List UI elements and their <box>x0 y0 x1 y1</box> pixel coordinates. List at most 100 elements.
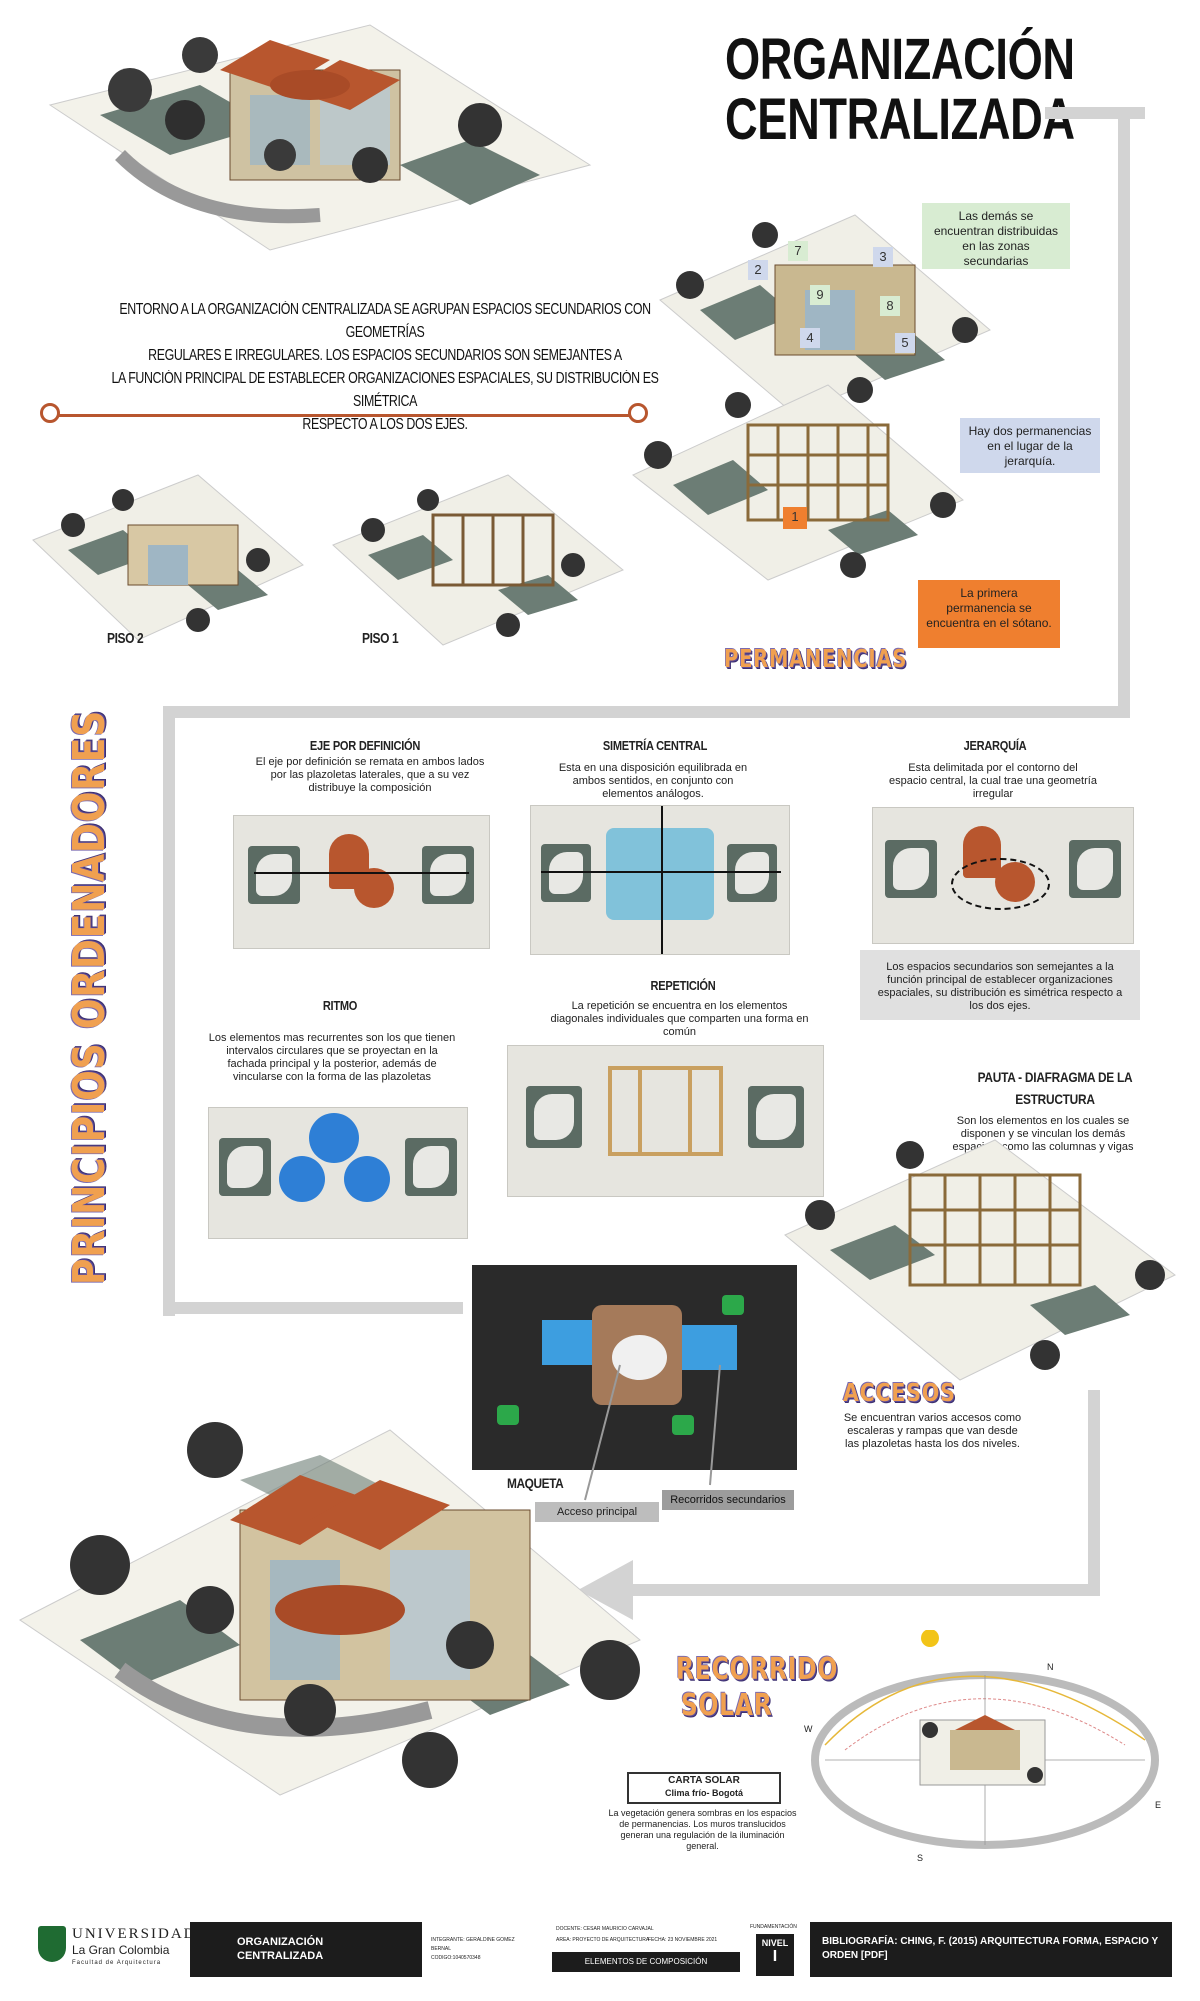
university-crest-icon <box>38 1926 66 1962</box>
carta-solar-title: CARTA SOLAR <box>668 1775 740 1786</box>
recorrido-title-line1: RECORRIDO <box>676 1652 839 1687</box>
perm-number-7: 7 <box>788 241 808 261</box>
compass-w: W <box>804 1724 813 1734</box>
uni-line1: UNIVERSIDAD <box>72 1926 197 1942</box>
perm-number-1: 1 <box>783 507 807 529</box>
project-line2: CENTRALIZADA <box>237 1950 324 1962</box>
integrante-bernal: BERNAL <box>431 1946 452 1952</box>
footer-nivel: FUNDAMENTACIÓN NIVEL I <box>748 1922 803 1977</box>
floor2-iso-model <box>32 474 304 641</box>
left-rail-vertical <box>163 706 175 1316</box>
repeticion-title: REPETICIÓN <box>650 978 716 993</box>
uni-line3: Facultad de Arquitectura <box>72 1960 162 1966</box>
right-rail-vertical <box>1118 118 1130 718</box>
left-rail-bottom <box>163 1302 463 1314</box>
page-title-line1: ORGANIZACIÓN <box>725 27 1075 92</box>
perm-note-green: Las demás se encuentran distribuidas en … <box>922 203 1070 269</box>
footer-integrante: INTEGRANTE: GERALDINE GOMEZ BERNAL CODIG… <box>425 1922 550 1977</box>
perm-number-3: 3 <box>873 247 893 267</box>
line-start-circle <box>40 403 60 423</box>
perm-note-orange: La primera permanencia se encuentra en e… <box>918 580 1060 648</box>
bottom-iso-model <box>19 1422 641 1796</box>
project-line1: ORGANIZACIÓN <box>237 1936 324 1948</box>
perm-number-8: 8 <box>880 296 900 316</box>
bottom-rail-horizontal <box>625 1584 1100 1596</box>
compass-s: S <box>917 1853 924 1863</box>
integrante: INTEGRANTE: GERALDINE GOMEZ <box>431 1937 515 1943</box>
intro-line1: ENTORNO A LA ORGANIZACIÓN CENTRALIZADA S… <box>119 301 651 341</box>
intro-line4: RESPECTO A LOS DOS EJES. <box>302 416 468 433</box>
solar-chart-diagram <box>811 1630 1159 1849</box>
ritmo-plan-diagram <box>208 1107 468 1239</box>
footer-university-logo: UNIVERSIDAD La Gran Colombia Facultad de… <box>38 1922 195 1977</box>
repeticion-text: La repetición se encuentra en los elemen… <box>550 1000 809 1038</box>
jerarquia-title: JERARQUÍA <box>963 738 1027 753</box>
simetria-title: SIMETRÍA CENTRAL <box>602 738 708 753</box>
elementos: ELEMENTOS DE COMPOSICIÓN <box>552 1952 740 1972</box>
permanencias-iso-numbered <box>659 214 991 416</box>
maqueta-acceso-label: Acceso principal <box>535 1502 659 1522</box>
area: AREA: PROYECTO DE ARQUITECTURA <box>556 1937 650 1943</box>
simetria-plan-diagram <box>530 805 790 955</box>
docente: DOCENTE: CESAR MAURICIO CARVAJAL <box>556 1926 654 1932</box>
maqueta-photo <box>472 1265 797 1470</box>
jerarquia-plan-diagram <box>872 807 1134 944</box>
maqueta-arrows <box>584 1364 721 1501</box>
top-rail-horizontal <box>1045 107 1145 119</box>
permanencias-iso-structure <box>632 384 964 581</box>
eje-plan-diagram <box>233 815 490 949</box>
line-end-circle <box>628 403 648 423</box>
footer-docente: DOCENTE: CESAR MAURICIO CARVAJAL AREA: P… <box>552 1922 740 1977</box>
carta-solar-box: CARTA SOLAR Clima frío- Bogotá <box>627 1772 781 1804</box>
ritmo-title: RITMO <box>322 998 358 1013</box>
maqueta-title: MAQUETA <box>507 1475 564 1491</box>
pauta-iso-structure <box>784 1139 1176 1381</box>
compass-n: N <box>1047 1662 1054 1672</box>
footer-project: ORGANIZACIÓN CENTRALIZADA <box>190 1922 422 1977</box>
hero-iso-model <box>48 24 592 251</box>
maqueta-recorridos-label: Recorridos secundarios <box>662 1490 794 1510</box>
decorative-line <box>52 414 637 417</box>
compass-e: E <box>1155 1800 1162 1810</box>
fecha: FECHA: 23 NOVIEMBRE 2021 <box>648 1937 718 1943</box>
recorrido-text: La vegetación genera sombras en los espa… <box>608 1808 797 1851</box>
jerarquia-note: Los espacios secundarios son semejantes … <box>860 950 1140 1020</box>
floor2-label: PISO 2 <box>107 630 144 647</box>
simetria-text: Esta en una disposición equilibrada en a… <box>558 762 748 800</box>
eje-title: EJE POR DEFINICIÓN <box>309 738 421 753</box>
intro-line2: REGULARES E IRREGULARES. LOS ESPACIOS SE… <box>148 347 622 364</box>
fundamentacion: FUNDAMENTACIÓN <box>750 1924 797 1930</box>
accesos-title: ACCESOS <box>843 1378 956 1407</box>
arrow-left-icon <box>578 1560 633 1620</box>
intro-text: ENTORNO A LA ORGANIZACIÓN CENTRALIZADA S… <box>40 298 730 436</box>
page-title: ORGANIZACIÓN CENTRALIZADA <box>725 27 1075 152</box>
mid-rail-horizontal <box>163 706 1130 718</box>
perm-number-4: 4 <box>800 328 820 348</box>
recorrido-title: RECORRIDO SOLAR <box>676 1652 839 1724</box>
pauta-title-line1: PAUTA - DIAFRAGMA DE LA <box>977 1069 1133 1085</box>
intro-line3: LA FUNCIÓN PRINCIPAL DE ESTABLECER ORGAN… <box>111 370 659 410</box>
accesos-text: Se encuentran varios accesos como escale… <box>843 1412 1022 1450</box>
ritmo-text: Los elementos mas recurrentes son los qu… <box>208 1032 456 1083</box>
floor1-label: PISO 1 <box>362 630 399 647</box>
perm-number-9: 9 <box>810 285 830 305</box>
page-title-line2: CENTRALIZADA <box>725 87 1075 152</box>
nivel-value: I <box>772 1948 778 1965</box>
eje-text: El eje por definición se remata en ambos… <box>255 756 485 794</box>
floor1-iso-model <box>332 474 624 646</box>
footer-bibliografia: BIBLIOGRAFÍA: CHING, F. (2015) ARQUITECT… <box>810 1922 1172 1977</box>
perm-number-2: 2 <box>748 260 768 280</box>
pauta-title-line2: ESTRUCTURA <box>1015 1091 1095 1107</box>
permanencias-title: PERMANENCIAS <box>724 644 908 673</box>
perm-note-blue: Hay dos permanencias en el lugar de la j… <box>960 418 1100 473</box>
bottom-right-rail-vertical <box>1088 1390 1100 1596</box>
principios-title: PRINCIPIOS ORDENADORES <box>64 709 115 1285</box>
recorrido-title-line2: SOLAR <box>680 1688 773 1723</box>
nivel-label: NIVEL <box>761 1938 789 1948</box>
pauta-title: PAUTA - DIAFRAGMA DE LA ESTRUCTURA <box>970 1066 1140 1110</box>
integrante-codigo: CODIGO:1040570348 <box>431 1955 481 1961</box>
repeticion-plan-diagram <box>507 1045 824 1197</box>
carta-solar-sub: Clima frío- Bogotá <box>665 1788 743 1798</box>
bibliografia: BIBLIOGRAFÍA: CHING, F. (2015) ARQUITECT… <box>822 1936 1158 1961</box>
uni-line2: La Gran Colombia <box>72 1943 170 1957</box>
